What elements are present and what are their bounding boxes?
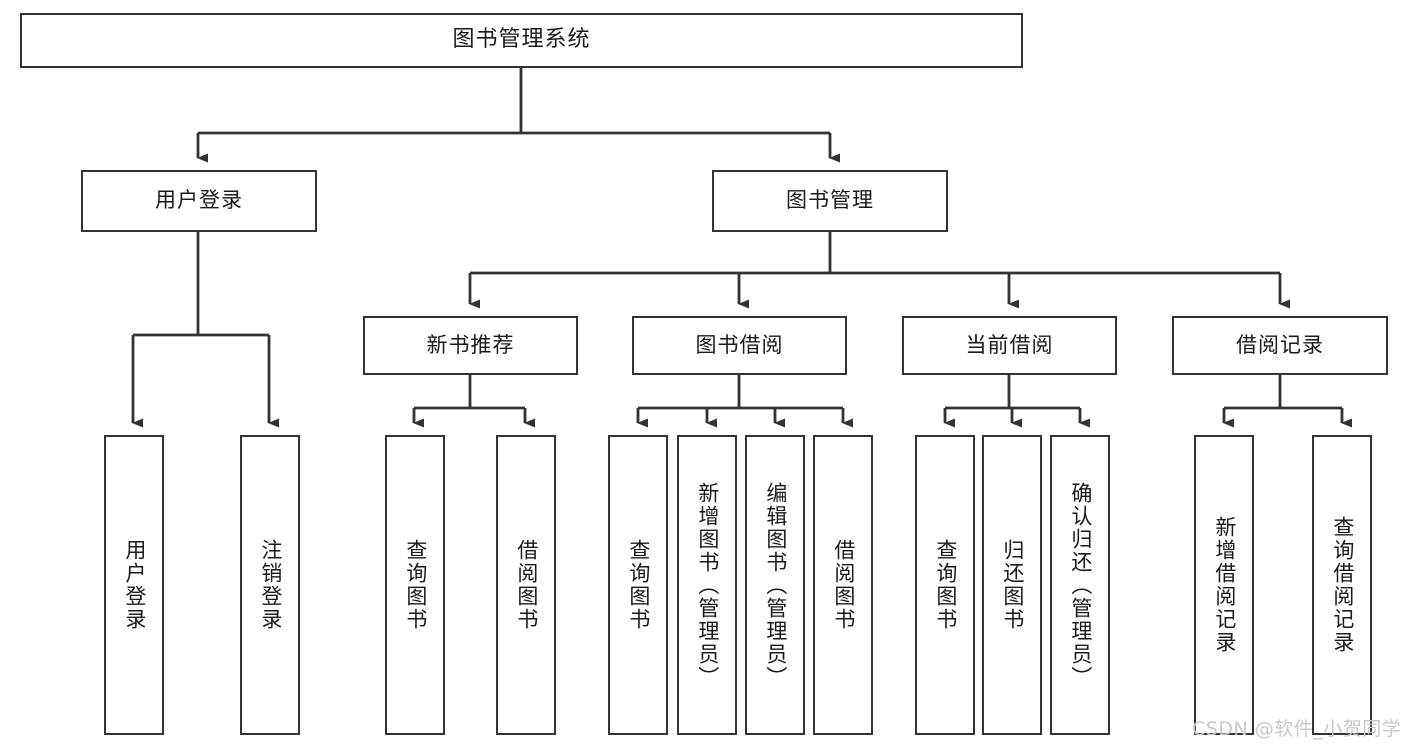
node-leaf-borrow-query-label: 查询图书 [626, 539, 651, 631]
node-leaf-user-logout[interactable]: 注销登录 [240, 435, 300, 735]
node-leaf-cur-query-label: 查询图书 [933, 539, 958, 631]
node-leaf-borrow-do[interactable]: 借阅图书 [813, 435, 873, 735]
node-leaf-borrow-add-label: 新增图书（管理员） [695, 481, 720, 689]
node-leaf-rec-add[interactable]: 新增借阅记录 [1194, 435, 1254, 735]
node-book-manage-label: 图书管理 [786, 188, 874, 213]
node-leaf-rec-borrow-label: 借阅图书 [514, 539, 539, 631]
node-leaf-rec-search-label: 查询借阅记录 [1330, 516, 1355, 654]
node-leaf-user-login[interactable]: 用户登录 [104, 435, 164, 735]
node-leaf-borrow-do-label: 借阅图书 [831, 539, 856, 631]
node-book-borrow-label: 图书借阅 [695, 332, 784, 357]
node-current-borrow-label: 当前借阅 [965, 332, 1054, 357]
node-leaf-rec-query[interactable]: 查询图书 [385, 435, 445, 735]
node-borrow-record[interactable]: 借阅记录 [1172, 316, 1388, 375]
node-user-login-label: 用户登录 [155, 188, 243, 213]
node-leaf-rec-borrow[interactable]: 借阅图书 [496, 435, 556, 735]
node-leaf-borrow-query[interactable]: 查询图书 [608, 435, 668, 735]
node-leaf-user-login-label: 用户登录 [122, 539, 147, 631]
node-borrow-record-label: 借阅记录 [1236, 332, 1324, 357]
node-leaf-cur-query[interactable]: 查询图书 [915, 435, 975, 735]
node-leaf-borrow-add[interactable]: 新增图书（管理员） [677, 435, 737, 735]
node-leaf-rec-query-label: 查询图书 [403, 539, 428, 631]
node-leaf-borrow-edit-label: 编辑图书（管理员） [763, 481, 788, 689]
node-book-borrow[interactable]: 图书借阅 [632, 316, 847, 375]
node-leaf-rec-search[interactable]: 查询借阅记录 [1312, 435, 1372, 735]
node-user-login[interactable]: 用户登录 [81, 170, 317, 232]
node-book-manage[interactable]: 图书管理 [712, 170, 948, 232]
watermark: CSDN @软件_小贺同学 [1192, 718, 1402, 740]
node-root-label: 图书管理系统 [452, 27, 591, 53]
node-leaf-cur-confirm[interactable]: 确认归还（管理员） [1050, 435, 1110, 735]
node-leaf-user-logout-label: 注销登录 [258, 539, 283, 631]
node-current-borrow[interactable]: 当前借阅 [902, 316, 1117, 375]
node-leaf-cur-confirm-label: 确认归还（管理员） [1068, 481, 1093, 689]
node-leaf-cur-return[interactable]: 归还图书 [982, 435, 1042, 735]
node-leaf-borrow-edit[interactable]: 编辑图书（管理员） [745, 435, 805, 735]
node-root[interactable]: 图书管理系统 [20, 13, 1023, 68]
node-leaf-cur-return-label: 归还图书 [1000, 539, 1025, 631]
node-new-book-rec-label: 新书推荐 [426, 332, 515, 357]
node-leaf-rec-add-label: 新增借阅记录 [1212, 516, 1237, 654]
node-new-book-rec[interactable]: 新书推荐 [363, 316, 578, 375]
